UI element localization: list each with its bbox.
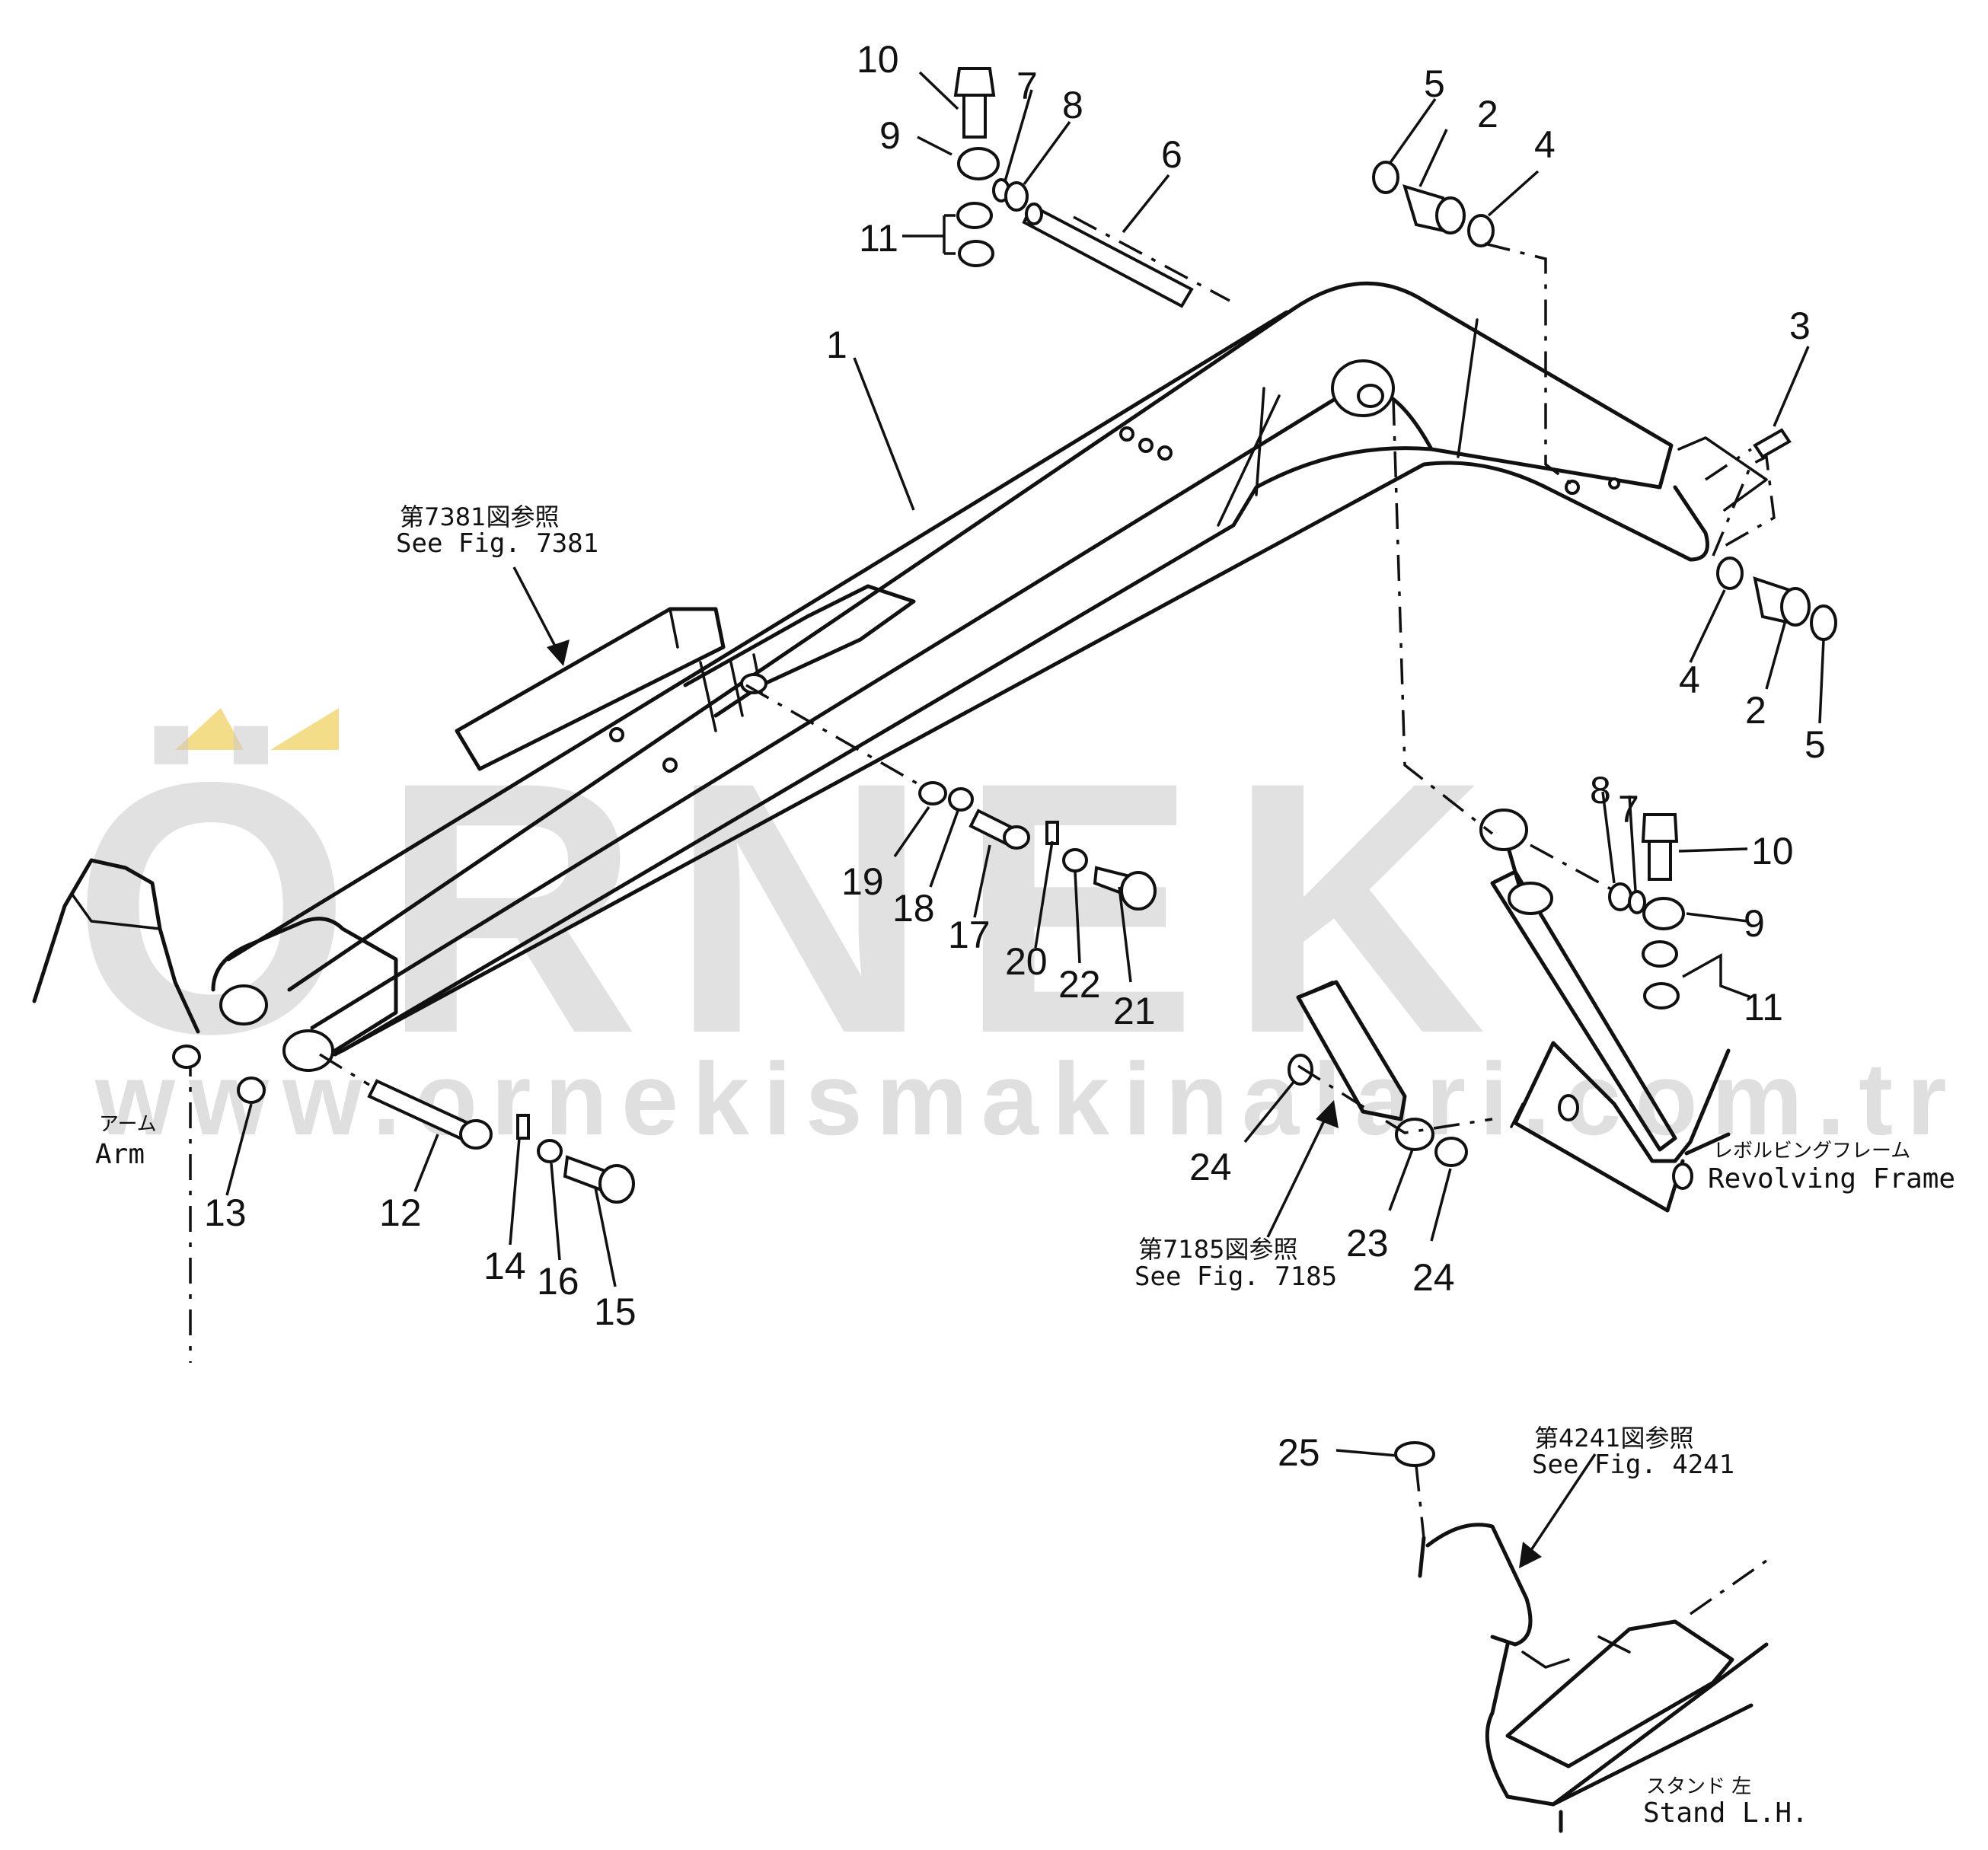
part-11-nut-b-right — [1643, 982, 1680, 1010]
callout-13: 13 — [204, 1191, 247, 1234]
watermark: ÖRNEK www.ornekismakinalari.com.tr — [72, 708, 1947, 1156]
part-22-washer — [1062, 848, 1088, 872]
part-24-seal-b — [1434, 1137, 1468, 1167]
callout-17: 17 — [948, 914, 991, 956]
callout-24-left: 24 — [1189, 1146, 1232, 1188]
part-8-washer-top — [1004, 181, 1029, 212]
ref-7381-en: See Fig. 7381 — [396, 528, 598, 559]
callout-7-top: 7 — [1016, 65, 1038, 107]
boom-front-bore-lower — [282, 1029, 334, 1072]
part-10-bolt-head-right — [1641, 813, 1679, 843]
callout-numbers: 10 9 7 8 6 11 1 5 2 4 3 4 2 5 19 18 17 2… — [204, 38, 1826, 1474]
callout-9-top: 9 — [879, 114, 901, 157]
callout-24-right: 24 — [1412, 1256, 1455, 1299]
callout-9-right: 9 — [1744, 902, 1765, 945]
callout-18: 18 — [892, 887, 935, 930]
callout-3: 3 — [1789, 305, 1811, 347]
part-4-seal-top — [1467, 214, 1495, 247]
callout-7-right: 7 — [1618, 788, 1639, 831]
arm-stub — [32, 858, 200, 1363]
ref-7185-en: See Fig. 7185 — [1134, 1262, 1337, 1292]
revolving-frame — [1296, 809, 1731, 1213]
label-arm-en: Arm — [95, 1139, 145, 1170]
part-6-pin — [1022, 203, 1194, 308]
part-20-lock-plate — [1045, 821, 1059, 845]
ref-4241-jp: 第4241図参照 — [1534, 1424, 1693, 1453]
watermark-accent-right — [270, 708, 339, 750]
part-10-bolt-shank-right — [1648, 840, 1672, 881]
part-10-bolt-head-top — [953, 67, 996, 97]
boom-body — [211, 281, 1709, 1072]
part-9-washer-right — [1642, 897, 1685, 930]
callout-1: 1 — [826, 324, 847, 366]
cylinder-rod-end — [1479, 809, 1528, 851]
part-13-washer-b — [237, 1077, 266, 1104]
callout-11-top: 11 — [859, 217, 898, 260]
bracket-bore — [740, 673, 767, 694]
callout-2-top: 2 — [1477, 93, 1498, 136]
part-8-washer-right — [1608, 882, 1632, 911]
part-16-washer — [537, 1139, 563, 1163]
ref-7381-jp: 第7381図参照 — [400, 502, 559, 531]
part-9-washer-top — [957, 147, 1000, 180]
callout-4-top: 4 — [1534, 123, 1556, 166]
part-18-washer — [948, 787, 974, 812]
reference-notes: 第7381図参照 See Fig. 7381 第7185図参照 See Fig.… — [95, 502, 1955, 1829]
part-23-bushing — [1395, 1118, 1434, 1151]
part-5-seal-top — [1372, 161, 1399, 194]
part-19-washer — [918, 781, 947, 805]
part-24-seal-a — [1288, 1054, 1313, 1086]
part-13-washer-a — [172, 1045, 201, 1069]
part-10-bolt-shank-top — [962, 94, 987, 139]
callout-23: 23 — [1346, 1222, 1389, 1265]
callout-12: 12 — [379, 1191, 422, 1234]
part-7-washer-right — [1628, 890, 1646, 914]
callout-19: 19 — [841, 860, 884, 903]
part-11-nut-b-top — [958, 240, 994, 267]
part-3-grease-fitting — [1753, 428, 1792, 459]
part-11-nut-a-top — [956, 202, 993, 229]
part-11-nut-a-right — [1642, 940, 1678, 968]
callout-21: 21 — [1113, 990, 1156, 1032]
callout-8-right: 8 — [1590, 769, 1611, 812]
callout-11-right: 11 — [1744, 986, 1783, 1029]
callout-10-top: 10 — [857, 38, 899, 81]
stand-lh — [1394, 1441, 1769, 1833]
callout-10-right: 10 — [1751, 830, 1794, 872]
boom-front-bore-upper — [219, 984, 268, 1025]
callout-6: 6 — [1161, 133, 1182, 176]
callout-2-right: 2 — [1745, 689, 1766, 732]
callout-22: 22 — [1058, 963, 1101, 1006]
label-stand-en: Stand L.H. — [1643, 1797, 1808, 1829]
hardware-parts — [172, 67, 1837, 1204]
leader-lines — [225, 71, 1825, 1568]
callout-5-top: 5 — [1424, 62, 1445, 105]
part-14-lock-plate — [516, 1114, 530, 1140]
label-revolving-frame-en: Revolving Frame — [1708, 1163, 1955, 1195]
part-4-seal-right — [1716, 557, 1744, 590]
callout-5-right: 5 — [1805, 723, 1826, 766]
callout-14: 14 — [483, 1245, 526, 1287]
label-arm-jp: アーム — [99, 1113, 157, 1136]
ref-7185-jp: 第7185図参照 — [1138, 1235, 1297, 1264]
ref-4241-en: See Fig. 4241 — [1532, 1450, 1734, 1480]
label-revolving-frame-jp: レボルビングフレーム — [1713, 1140, 1910, 1163]
part-5-seal-right — [1810, 604, 1837, 641]
part-25-cap — [1394, 1441, 1435, 1467]
callout-15: 15 — [594, 1290, 637, 1333]
callout-8-top: 8 — [1062, 84, 1083, 126]
callout-25: 25 — [1278, 1431, 1320, 1474]
callout-20: 20 — [1005, 940, 1048, 983]
label-stand-jp: スタンド 左 — [1646, 1775, 1751, 1798]
boom-cylinder — [1490, 869, 1677, 1152]
callout-4-right: 4 — [1679, 659, 1700, 701]
callout-16: 16 — [537, 1260, 579, 1303]
watermark-accent-left — [175, 708, 244, 750]
